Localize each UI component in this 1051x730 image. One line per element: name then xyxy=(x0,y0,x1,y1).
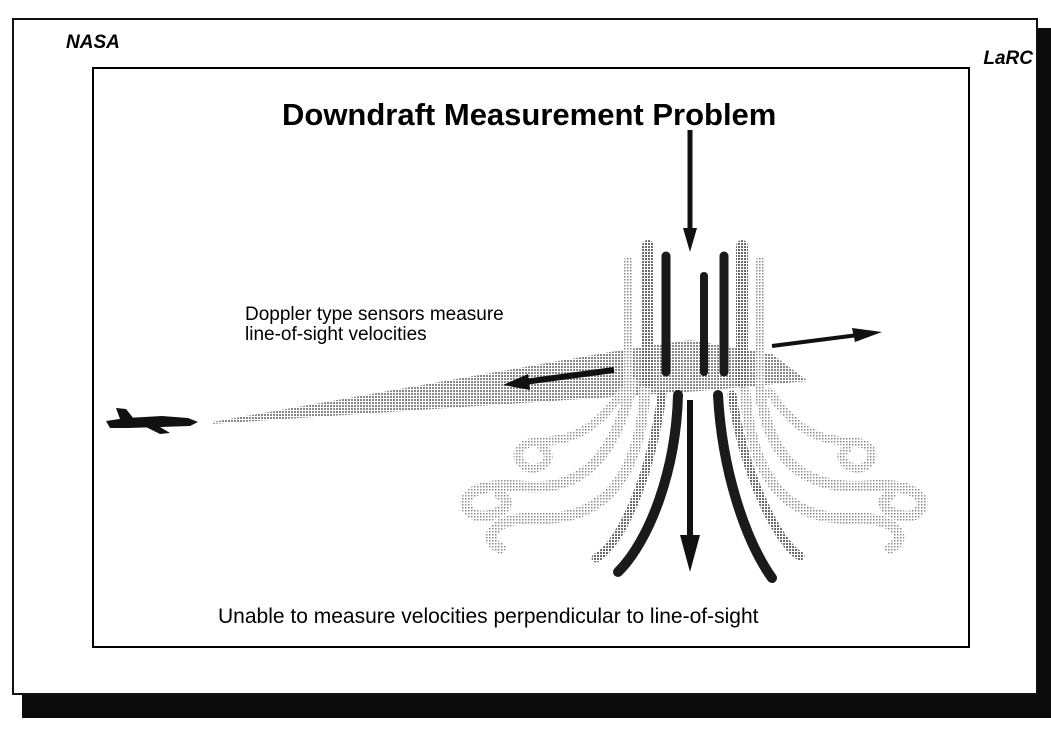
slide-title: Downdraft Measurement Problem xyxy=(282,97,777,132)
agency-label: NASA xyxy=(66,32,120,53)
diagram-frame xyxy=(92,67,970,648)
central-down-arrow xyxy=(680,130,700,572)
outflow-vortices xyxy=(460,377,928,554)
bottom-note: Unable to measure velocities perpendicul… xyxy=(218,605,759,628)
los-velocity-arrows xyxy=(503,328,882,390)
slide xyxy=(12,18,1038,695)
downdraft-columns xyxy=(591,240,805,583)
sensor-note-line2: line-of-sight velocities xyxy=(245,323,427,345)
aircraft-icon xyxy=(106,408,198,434)
sensor-note: Doppler type sensors measure line-of-sig… xyxy=(245,305,504,345)
sensor-note-line1: Doppler type sensors measure xyxy=(245,304,504,325)
center-label: LaRC xyxy=(983,48,1033,69)
